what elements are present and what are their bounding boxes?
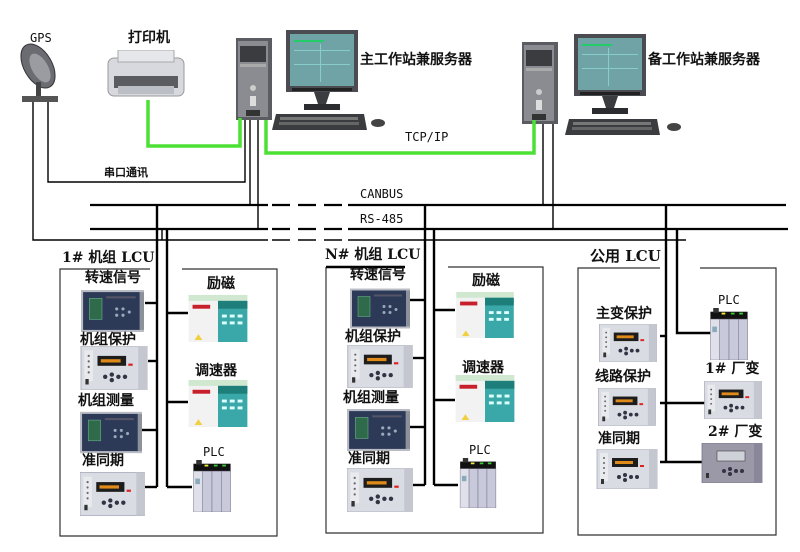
speed-signal-device (80, 290, 145, 332)
speed-signal-device (350, 287, 410, 330)
unit-protection-device (347, 345, 413, 388)
plc-device (709, 308, 749, 360)
plc-device (192, 460, 232, 512)
plc-device (459, 458, 497, 508)
station-transformer-2-device (701, 443, 763, 483)
backup-server-monitor-icon (574, 34, 646, 114)
unit-measurement-label: 机组测量 (78, 392, 134, 409)
gps-timing-line (32, 102, 268, 241)
printer-icon (107, 50, 185, 97)
backup-server-tower-icon (522, 42, 558, 124)
lcu-unit-1-title: 1# 机组 LCU (62, 249, 154, 266)
speed-signal-label: 转速信号 (85, 269, 141, 286)
unit-protection-device (80, 346, 148, 390)
station-transformer-1-device (703, 381, 763, 419)
canbus-label: CANBUS (360, 187, 403, 201)
gps-label: GPS (30, 31, 52, 45)
line-protection-label: 线路保护 (595, 368, 651, 385)
unit-protection-label: 机组保护 (80, 331, 136, 348)
tcpip-link (264, 120, 536, 155)
excitation-device (456, 292, 514, 338)
main-server-monitor-icon (286, 30, 358, 110)
governor-device (188, 380, 248, 427)
main-transformer-protection-device (598, 324, 658, 362)
governor-label: 调速器 (195, 362, 238, 379)
main-server-label: 主工作站兼服务器 (360, 51, 473, 68)
unit-measurement-label: 机组测量 (343, 389, 399, 406)
main-transformer-protection-label: 主变保护 (596, 305, 652, 322)
line-protection-device (597, 388, 657, 426)
station-transformer-2-label: 2# 厂变 (708, 423, 762, 440)
speed-signal-label: 转速信号 (350, 266, 406, 283)
backup-server-label: 备工作站兼服务器 (647, 51, 761, 68)
lcu-common-title: 公用 LCU (590, 247, 661, 265)
governor-device (455, 375, 515, 422)
lcu-unit-1: 1# 机组 LCU 转速信号 机组保护 机组测量 准同期 励磁 调速器 PLC (59, 205, 278, 537)
main-server-tower-icon (236, 38, 272, 120)
governor-label: 调速器 (462, 359, 505, 376)
lcu-unit-n: N# 机组 LCU 转速信号 机组保护 机组测量 准同期 励磁 调速器 PLC (325, 205, 544, 534)
backup-keyboard-icon (565, 119, 660, 135)
serial-label: 串口通讯 (104, 165, 148, 179)
main-keyboard-icon (272, 114, 367, 130)
unit-measurement-device (80, 411, 142, 454)
station-transformer-1-label: 1# 厂变 (705, 360, 759, 377)
excitation-device (188, 295, 248, 342)
plc-label: PLC (203, 445, 225, 459)
unit-protection-label: 机组保护 (345, 328, 401, 345)
sync-device (80, 472, 145, 516)
excitation-label: 励磁 (472, 272, 500, 289)
plc-label: PLC (469, 443, 491, 457)
sync-label: 准同期 (348, 450, 390, 467)
printer-label: 打印机 (128, 29, 170, 46)
sync-device (347, 468, 413, 512)
excitation-label: 励磁 (207, 275, 235, 292)
rs485-label: RS-485 (360, 212, 403, 226)
printer-link (146, 100, 242, 148)
main-mouse-icon (371, 119, 385, 127)
gps-antenna-icon (18, 42, 62, 103)
lcu-unit-n-title: N# 机组 LCU (325, 246, 420, 263)
sync-label: 准同期 (598, 430, 640, 447)
lcu-common: 公用 LCU 主变保护 线路保护 准同期 PLC 1# 厂变 2# 厂变 (577, 205, 777, 536)
sync-label: 准同期 (82, 452, 124, 469)
sync-device (596, 449, 658, 489)
unit-measurement-device (347, 408, 410, 452)
serial-link (47, 102, 246, 183)
tcpip-label: TCP/IP (405, 130, 448, 144)
plc-label: PLC (718, 293, 740, 307)
backup-mouse-icon (667, 123, 681, 131)
